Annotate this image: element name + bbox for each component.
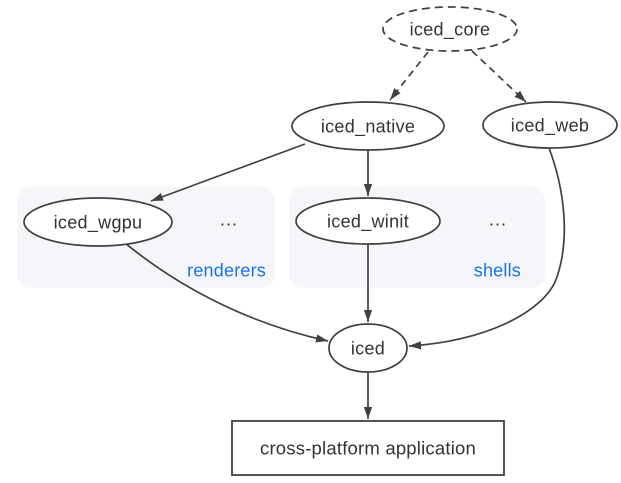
node-cross-platform-application <box>231 420 505 476</box>
node-iced-wgpu-label: iced_wgpu <box>54 212 143 233</box>
group-renderers-label: renderers <box>187 260 266 280</box>
node-iced-core-label: iced_core <box>410 19 491 40</box>
node-cross-platform-application-label: cross-platform application <box>260 437 476 458</box>
node-iced-core <box>382 6 518 52</box>
edge-iced-web-to-iced <box>408 147 566 350</box>
node-iced-native-label: iced_native <box>321 116 415 137</box>
node-iced-wgpu <box>23 197 173 247</box>
renderers-ellipsis: ... <box>220 209 238 229</box>
edge-iced-core-to-iced-web <box>471 50 527 103</box>
group-shells-label: shells <box>474 260 521 280</box>
node-iced-winit-label: iced_winit <box>327 211 409 232</box>
edge-iced-core-to-iced-native <box>389 51 429 101</box>
node-iced <box>328 323 408 373</box>
node-iced-native <box>291 101 445 151</box>
shells-ellipsis: ... <box>489 209 507 229</box>
edge-iced-wgpu-to-iced <box>124 242 329 343</box>
node-iced-web-label: iced_web <box>511 115 589 136</box>
node-iced-web <box>482 101 618 149</box>
node-iced-label: iced <box>351 338 385 358</box>
edge-iced-native-to-iced-wgpu <box>150 143 306 202</box>
node-iced-winit <box>295 197 441 245</box>
